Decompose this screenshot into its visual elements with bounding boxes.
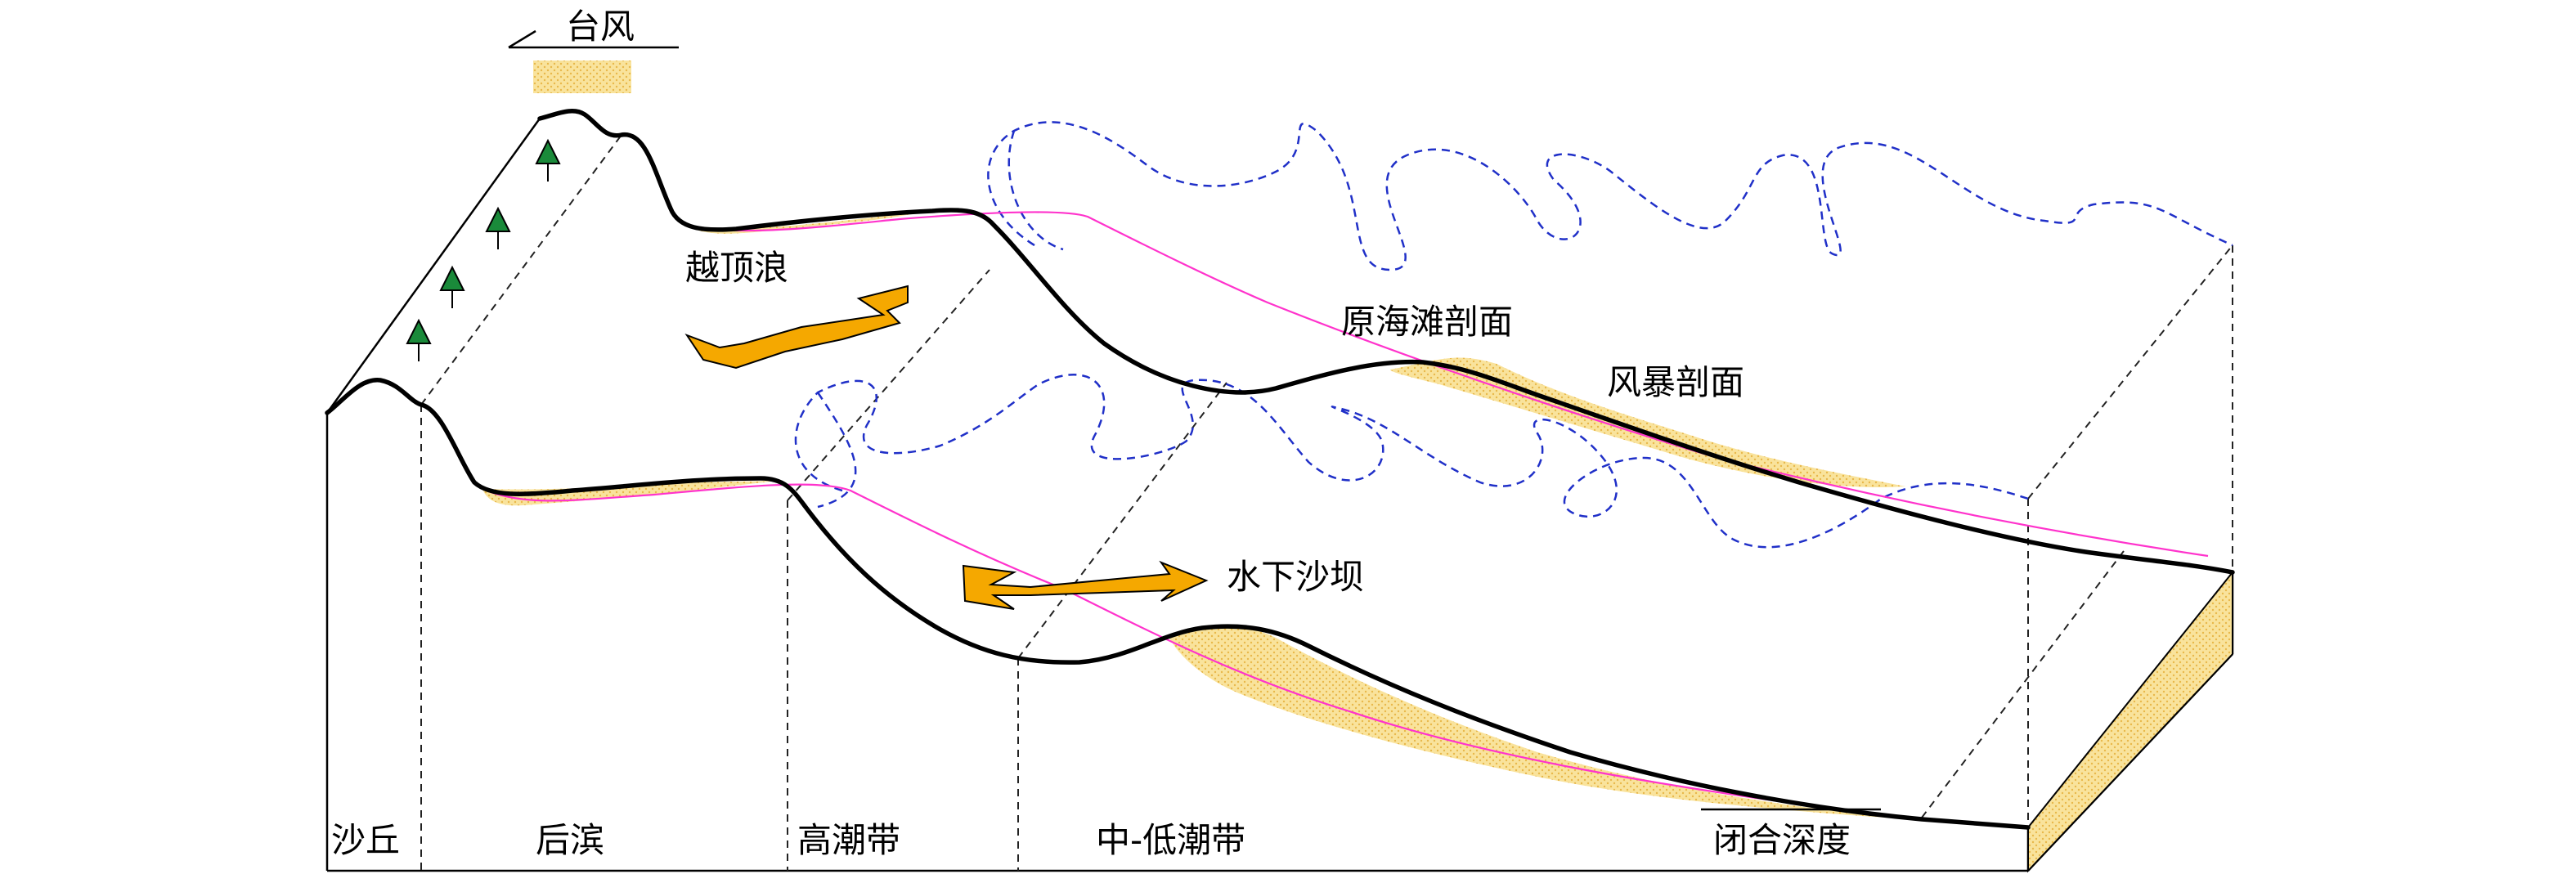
- trees: [406, 138, 561, 361]
- zone-label-dune: 沙丘: [331, 820, 400, 860]
- wave-outlines: [794, 121, 2233, 549]
- right-sediment-strip: [2027, 570, 2233, 873]
- tree-icon: [406, 318, 432, 361]
- tree-icon: [485, 206, 511, 249]
- overwash-label: 越顶浪: [685, 248, 788, 288]
- typhoon-marker: [508, 29, 679, 93]
- submerged-bar-arrow: [962, 560, 1209, 610]
- storm-profile-lines: [325, 109, 2235, 830]
- zone-label-backshore: 后滨: [536, 820, 604, 860]
- overwash-arrow: [684, 285, 909, 370]
- zone-label-high-tide: 高潮带: [797, 820, 900, 860]
- zone-label-mid-low-tide: 中-低潮带: [1096, 820, 1245, 860]
- typhoon-label: 台风: [566, 7, 635, 47]
- original-profile-label: 原海滩剖面: [1341, 302, 1513, 342]
- tree-icon: [439, 265, 465, 308]
- storm-profile-label: 风暴剖面: [1607, 362, 1744, 402]
- tree-icon: [535, 138, 561, 182]
- sediment-fills: [482, 211, 1922, 820]
- construction-lines: [420, 134, 2233, 871]
- closure-depth-label: 闭合深度: [1713, 820, 1851, 860]
- submerged-bar-label: 水下沙坝: [1227, 557, 1364, 597]
